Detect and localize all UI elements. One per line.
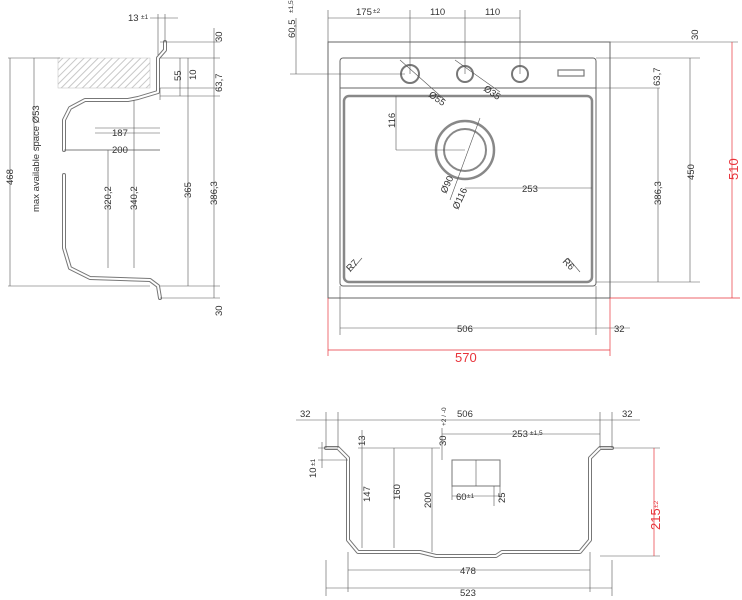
dim-60-tol: ±1 — [467, 493, 475, 500]
dim-r6: R6 — [560, 256, 576, 272]
dim-60-5-tol: ±1,5 — [288, 0, 295, 13]
dim-116: 116 — [387, 113, 398, 128]
dim-10: 10 — [188, 69, 199, 80]
dim-215: 215 — [648, 508, 663, 530]
dim-175-tol: ±2 — [373, 8, 381, 15]
dim-175: 175 — [356, 7, 372, 18]
dim-506: 506 — [457, 324, 473, 335]
dim-450: 450 — [686, 164, 697, 180]
top-view: 60,5 ±1,5 175 ±2 110 110 30 63,7 Ø55 Ø35… — [287, 0, 741, 365]
dim-25: 25 — [497, 492, 508, 503]
dim-30-front-tol: +2 / -0 — [441, 407, 448, 426]
dim-55: 55 — [173, 70, 184, 81]
dim-d55: Ø55 — [426, 89, 447, 108]
dim-200: 200 — [112, 145, 128, 156]
dim-110-a: 110 — [430, 7, 445, 18]
dim-365: 365 — [183, 182, 194, 198]
dim-510: 510 — [726, 158, 741, 180]
max-space-label: max available space Ø53 — [31, 105, 42, 212]
dim-506-front: 506 — [457, 409, 473, 420]
dim-d35: Ø35 — [481, 83, 502, 102]
dim-63-7-top-view: 63,7 — [652, 68, 663, 87]
dim-110-b: 110 — [485, 7, 500, 18]
front-view: 32 506 32 13 30 +2 / -0 253 ±1,5 10 ±1 1… — [296, 407, 663, 599]
dim-r7: R7 — [344, 258, 360, 274]
dim-386-3-top-view: 386,3 — [653, 181, 664, 205]
side-view: 13 ±1 187 200 30 55 10 63,7 320,2 340,2 … — [5, 13, 225, 316]
dim-253-front: 253 — [512, 429, 528, 440]
dim-30-front: 30 — [438, 435, 449, 446]
dim-63-7: 63,7 — [214, 74, 225, 93]
dim-468: 468 — [5, 169, 16, 185]
dim-13-front: 13 — [357, 435, 368, 446]
dim-253: 253 — [522, 184, 538, 195]
worktop-hatch — [57, 57, 151, 89]
dim-13-tol: ±1 — [141, 14, 149, 21]
dim-32-left: 32 — [300, 409, 311, 420]
dim-215-tol: ±2 — [653, 500, 660, 508]
dim-200-front: 200 — [423, 492, 434, 508]
dim-386-3: 386,3 — [209, 181, 220, 205]
dim-30-top: 30 — [214, 31, 225, 42]
dim-570: 570 — [455, 350, 477, 365]
dim-60-5: 60,5 — [287, 20, 298, 39]
dim-10-front-tol: ±1 — [310, 458, 317, 466]
sink-outer — [327, 41, 611, 299]
dim-13: 13 — [128, 13, 139, 24]
basin — [342, 94, 594, 284]
dim-30-bottom: 30 — [214, 305, 225, 316]
overflow-slot — [557, 69, 585, 77]
dim-60: 60 — [456, 492, 467, 503]
dim-320-2: 320,2 — [103, 186, 114, 210]
dim-187: 187 — [112, 128, 128, 139]
dim-32: 32 — [614, 324, 625, 335]
dim-340-2: 340,2 — [129, 186, 140, 210]
dim-478: 478 — [460, 566, 476, 577]
dim-10-front: 10 — [308, 467, 319, 478]
dim-32-right: 32 — [622, 409, 633, 420]
dim-523: 523 — [460, 588, 476, 599]
dim-160: 160 — [392, 484, 403, 500]
dim-253-front-tol: ±1,5 — [530, 430, 543, 437]
dim-147: 147 — [362, 486, 373, 502]
dim-30-top-view: 30 — [690, 29, 701, 40]
